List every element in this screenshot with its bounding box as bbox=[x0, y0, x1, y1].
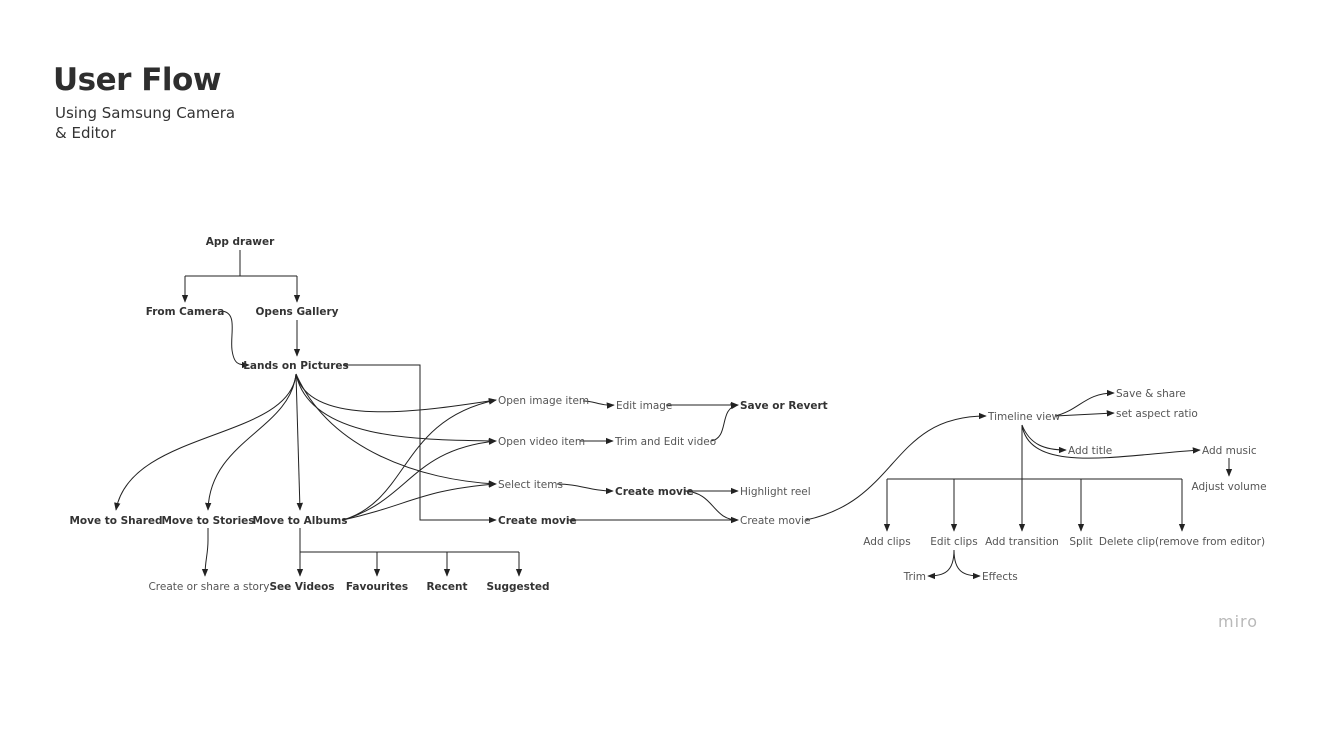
node-add-transition: Add transition bbox=[985, 536, 1059, 548]
node-open-video-item: Open video item bbox=[498, 436, 585, 448]
node-create-movie-from-select: Create movie bbox=[615, 486, 694, 498]
node-trim-and-edit-video: Trim and Edit video bbox=[614, 436, 716, 448]
node-favourites: Favourites bbox=[346, 581, 408, 593]
edge-pictures-to-select bbox=[295, 373, 497, 487]
edge-timeline-to-save-share bbox=[1054, 389, 1115, 417]
edge-timeline-to-music bbox=[1021, 424, 1201, 459]
node-app-drawer: App drawer bbox=[206, 236, 275, 248]
edge-albums-to-open-video bbox=[342, 438, 497, 521]
page-title: User Flow bbox=[53, 62, 221, 98]
node-select-items: Select items bbox=[498, 479, 563, 491]
node-see-videos: See Videos bbox=[269, 581, 334, 593]
node-move-to-shared: Move to Shared bbox=[69, 515, 162, 527]
node-lands-on-pictures: Lands on Pictures bbox=[243, 360, 349, 372]
node-add-music: Add music bbox=[1202, 445, 1257, 457]
edge-pictures-to-shared bbox=[114, 373, 297, 511]
edge-pictures-to-open-video bbox=[295, 373, 497, 445]
node-add-clips: Add clips bbox=[863, 536, 910, 548]
node-move-to-stories: Move to Stories bbox=[161, 515, 254, 527]
edge-stories-to-create-share bbox=[201, 528, 209, 577]
node-save-share: Save & share bbox=[1116, 388, 1186, 400]
edge-timeline-to-title bbox=[1021, 424, 1067, 454]
edge-albums-to-open-image bbox=[342, 398, 497, 521]
miro-logo: miro bbox=[1218, 612, 1259, 631]
node-delete-clip: Delete clip(remove from editor) bbox=[1099, 536, 1265, 548]
node-move-to-albums: Move to Albums bbox=[252, 515, 347, 527]
node-split: Split bbox=[1069, 536, 1092, 548]
node-suggested: Suggested bbox=[486, 581, 549, 593]
node-add-title: Add title bbox=[1068, 445, 1112, 457]
node-highlight-reel: Highlight reel bbox=[740, 486, 811, 498]
node-edit-image: Edit image bbox=[616, 400, 672, 412]
edge-pictures-to-open-image bbox=[295, 373, 497, 413]
edge-pictures-to-albums bbox=[295, 373, 303, 511]
node-create-or-share-story: Create or share a story bbox=[148, 581, 269, 593]
node-set-aspect-ratio: set aspect ratio bbox=[1116, 408, 1198, 420]
diagram-nodes: App drawer From Camera Opens Gallery Lan… bbox=[69, 236, 1266, 593]
node-opens-gallery: Opens Gallery bbox=[256, 306, 339, 318]
node-from-camera: From Camera bbox=[146, 306, 225, 318]
subtitle-line-1: Using Samsung Camera bbox=[55, 104, 236, 122]
edge-open-image-to-edit bbox=[582, 400, 615, 409]
node-open-image-item: Open image item bbox=[498, 395, 589, 407]
edge-camera-to-pictures bbox=[221, 310, 250, 369]
edge-pictures-to-stories bbox=[205, 373, 297, 511]
subtitle-line-2: & Editor bbox=[55, 124, 116, 142]
node-save-or-revert: Save or Revert bbox=[740, 400, 828, 412]
edge-edit-clips-to-effects bbox=[953, 549, 981, 580]
edge-albums-to-select bbox=[342, 481, 497, 521]
diagram-edges bbox=[114, 250, 1233, 580]
node-recent: Recent bbox=[426, 581, 467, 593]
edge-edit-clips-to-trim bbox=[927, 549, 955, 580]
node-trim: Trim bbox=[903, 571, 926, 583]
edge-trim-to-save bbox=[710, 402, 739, 442]
edge-timeline-to-aspect bbox=[1054, 410, 1115, 417]
node-edit-clips: Edit clips bbox=[930, 536, 977, 548]
node-create-movie-end: Create movie bbox=[740, 515, 810, 527]
node-create-movie-main: Create movie bbox=[498, 515, 577, 527]
page-subtitle: Using Samsung Camera & Editor bbox=[55, 103, 235, 143]
node-timeline-view: Timeline view bbox=[987, 411, 1061, 423]
node-effects: Effects bbox=[982, 571, 1018, 583]
node-adjust-volume: Adjust volume bbox=[1191, 481, 1266, 493]
edge-select-to-create-movie bbox=[556, 483, 614, 495]
edge-pictures-to-create-movie bbox=[343, 364, 497, 524]
edge-create-end-to-timeline bbox=[805, 412, 987, 521]
